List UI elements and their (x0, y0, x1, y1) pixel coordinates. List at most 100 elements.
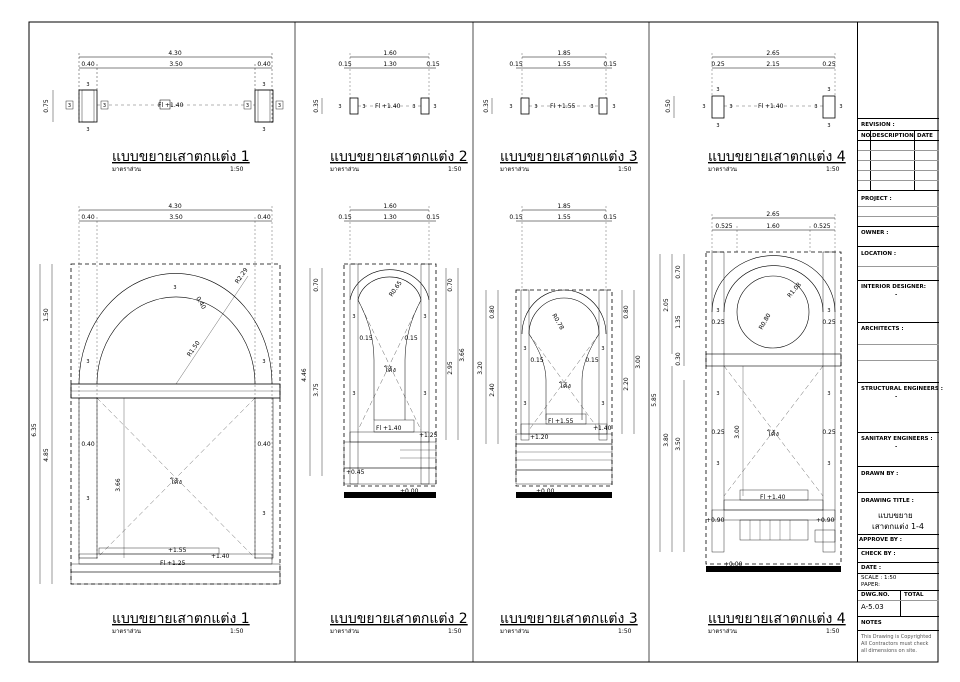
elev-scale: 1:50 (448, 628, 462, 635)
section-tag-number: 3 (534, 104, 537, 110)
section-tag-number: 3 (601, 346, 604, 352)
section-tag-number: 3 (68, 103, 71, 109)
plan-2: 1.60 0.15 1.30 0.15 0.35 Fl +1.40 3 3 3 … (313, 50, 468, 173)
elev-dim: 1.55 (557, 214, 571, 221)
section-tag-number: 3 (729, 104, 732, 110)
plan-dim: 1.30 (383, 61, 397, 68)
plan-dim: 0.25 (711, 61, 725, 68)
plan-level: Fl +1.40 (758, 103, 784, 110)
elev-left-dim: 1.50 (43, 308, 50, 322)
section-tag-number: 3 (590, 104, 593, 110)
elev-title: แบบขยายเสาตกแต่ง 2 (330, 611, 468, 627)
elev-left-dim: 2.40 (489, 383, 496, 397)
elevation-4: 2.65 0.525 1.60 0.525 โค้ง (651, 211, 846, 635)
plan-column (349, 97, 359, 115)
elevation-2: 1.60 0.15 1.30 0.15 โค้ง (301, 203, 468, 635)
plan-dim: 0.40 (257, 61, 271, 68)
elev-inner-dim: 0.15 (530, 357, 544, 364)
elev-left-dim: 3.80 (663, 433, 670, 447)
elev-left-dim: 0.30 (675, 352, 682, 366)
elev-left-dim: 3.75 (313, 383, 320, 397)
section-tag-number: 3 (352, 314, 355, 320)
elev-right-dim: 3.00 (635, 355, 642, 369)
plan-title: แบบขยายเสาตกแต่ง 4 (708, 149, 846, 165)
elev-left-dim: 5.85 (651, 393, 658, 407)
section-tag-number: 3 (839, 104, 842, 110)
elevation-1: 4.30 0.40 3.50 0.40 โค้ง (31, 203, 281, 635)
section-tag-number: 3 (716, 391, 719, 397)
elev-label: โค้ง (384, 365, 396, 374)
elev-level: +1.55 (168, 547, 187, 554)
section-tag-number: 3 (86, 496, 89, 502)
elev-scale-label: มาตราส่วน (708, 628, 737, 635)
section-tag-number: 3 (827, 123, 830, 129)
elev-left-dim: 6.35 (31, 423, 38, 437)
section-tag-number: 3 (86, 82, 89, 88)
section-tag-number: 3 (352, 391, 355, 397)
plan-1: 4.30 0.40 3.50 0.40 0.75 Fl +1.40 3 3 3 … (43, 50, 284, 173)
structural-engineers-label: STRUCTURAL ENGINEERS : (861, 386, 943, 392)
elev-title: แบบขยายเสาตกแต่ง 3 (500, 611, 638, 627)
elev-radius: 0.40 (194, 296, 207, 311)
section-tag-number: 3 (827, 87, 830, 93)
elev-right-dim: 0.80 (623, 305, 630, 319)
outer-arch (78, 273, 273, 385)
panel-2: 1.60 0.15 1.30 0.15 0.35 Fl +1.40 3 3 3 … (301, 50, 468, 635)
arch (521, 289, 607, 335)
plan-dim-total: 1.85 (557, 50, 571, 57)
plan-column (822, 95, 836, 119)
elev-right-dim: 2.20 (623, 377, 630, 391)
elev-title: แบบขยายเสาตกแต่ง 4 (708, 611, 846, 627)
check-by-label: CHECK BY : (861, 551, 896, 557)
plan-dim: 0.15 (426, 61, 440, 68)
elev-dim-total: 1.85 (557, 203, 571, 210)
drawn-by-label: DRAWN BY : (861, 471, 899, 477)
circle-opening (736, 275, 810, 349)
elev-label: โค้ง (767, 429, 779, 438)
interior-designer-value: - (895, 292, 898, 298)
section-tag-number: 3 (814, 104, 817, 110)
plan-scale-label: มาตราส่วน (112, 166, 141, 173)
section-tag-number: 3 (412, 104, 415, 110)
elev-left-dim: 3.20 (477, 361, 484, 375)
drawing-title-value-2: เสาตกแต่ง 1-4 (872, 522, 925, 531)
section-tag-number: 3 (509, 104, 512, 110)
elev-radius: R2.29 (234, 267, 250, 286)
plan-dim: 0.15 (603, 61, 617, 68)
section-tag-number: 3 (523, 346, 526, 352)
section-tag-number: 3 (601, 401, 604, 407)
section-tag-number: 3 (86, 359, 89, 365)
plan-title: แบบขยายเสาตกแต่ง 2 (330, 149, 468, 165)
notes-text-2: All Contractors must check (861, 641, 929, 647)
elev-inner-dim: 3.00 (734, 425, 741, 439)
title-block: REVISION : NO. DESCRIPTION DATE PROJECT … (857, 22, 943, 662)
plan-dim: 0.15 (509, 61, 523, 68)
elev-radius: R0.65 (388, 280, 404, 299)
elev-dim: 1.60 (766, 223, 780, 230)
beam (705, 353, 842, 367)
elev-level: Fl +1.40 (376, 425, 402, 432)
section-tag-number: 3 (173, 285, 176, 291)
elev-dim: 0.525 (813, 223, 830, 230)
elev-level: +1.40 (593, 425, 612, 432)
elev-left-dim: 0.70 (675, 265, 682, 279)
drawing-title-value-1: แบบขยาย (878, 511, 913, 520)
elev-dim: 0.15 (338, 214, 352, 221)
elev-dim: 0.40 (81, 214, 95, 221)
elev-dim-total: 1.60 (383, 203, 397, 210)
plan-scale-label: มาตราส่วน (330, 166, 359, 173)
plan-side-dim: 0.50 (665, 99, 672, 113)
section-tag-number: 3 (262, 127, 265, 133)
plan-side-dim: 0.35 (483, 99, 490, 113)
elev-level: +0.00 (400, 488, 419, 495)
elevation-3: 1.85 0.15 1.55 0.15 โค้ง (477, 203, 642, 635)
elev-inner-dim: 0.40 (257, 441, 271, 448)
section-tag-number: 3 (262, 511, 265, 517)
plan-dim: 0.40 (81, 61, 95, 68)
owner-label: OWNER : (861, 230, 889, 236)
elev-left-dim: 0.70 (313, 278, 320, 292)
revision-label: REVISION : (861, 122, 895, 128)
plan-dim: 0.25 (822, 61, 836, 68)
section-tag-number: 3 (423, 314, 426, 320)
